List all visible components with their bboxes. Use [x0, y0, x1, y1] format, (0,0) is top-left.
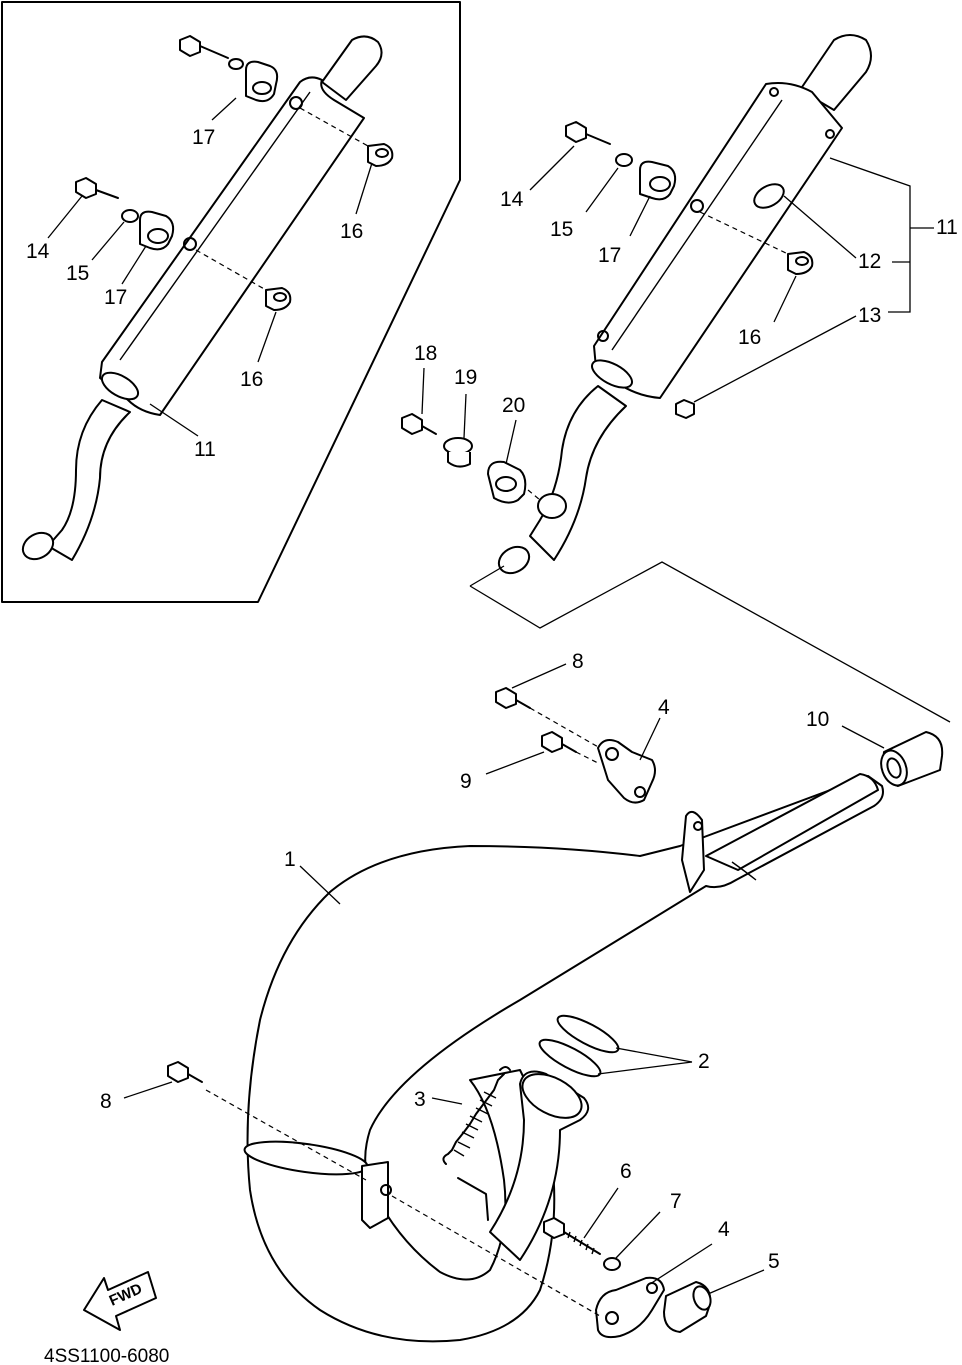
callout-20: 20: [502, 394, 525, 417]
seal-10: [880, 731, 944, 787]
callout-7: 7: [670, 1190, 682, 1213]
callout-4-lower: 4: [718, 1218, 730, 1241]
assembly-frame: [469, 561, 951, 723]
callout-1: 1: [284, 848, 296, 871]
callout-17-inset-mid: 17: [104, 286, 127, 309]
callout-16: 16: [738, 326, 761, 349]
callout-11: 11: [936, 216, 958, 239]
callout-18: 18: [414, 342, 437, 365]
callout-19: 19: [454, 366, 477, 389]
manifold-joint: [489, 1070, 590, 1261]
callout-14: 14: [500, 188, 524, 211]
inset-grommet-top: [245, 60, 279, 103]
callout-16-inset-top: 16: [340, 220, 363, 243]
inset-collar-top: [367, 143, 394, 167]
bolt-18: [401, 413, 437, 435]
callout-10: 10: [806, 708, 829, 731]
grommet-17: [639, 160, 677, 201]
inset-muffler: [21, 35, 383, 561]
bolt-14: [565, 121, 611, 145]
callout-13: 13: [858, 304, 881, 327]
callout-15-inset: 15: [66, 262, 89, 285]
callout-3: 3: [414, 1088, 426, 1111]
callout-2: 2: [698, 1050, 710, 1073]
screw-13: [675, 399, 695, 419]
collar-16: [787, 251, 814, 275]
inset-washer-mid: [121, 209, 139, 223]
drawing-code: 4SS1100-6080: [44, 1346, 169, 1365]
callout-12: 12: [858, 250, 881, 273]
bracket-4-upper: [597, 739, 656, 804]
gasket-2: [538, 1014, 620, 1078]
callout-6: 6: [620, 1160, 632, 1183]
inset-collar-mid: [265, 287, 292, 311]
bracket-4-lower: [595, 1276, 665, 1339]
callout-8-upper: 8: [572, 650, 584, 673]
inset-grommet-mid: [139, 210, 175, 251]
washer-15: [615, 153, 633, 167]
spring-3: [442, 1066, 511, 1165]
callout-17-inset-top: 17: [192, 126, 215, 149]
bolt-8-lower: [167, 1061, 203, 1083]
callout-16-inset-mid: 16: [240, 368, 263, 391]
callout-15: 15: [550, 218, 573, 241]
bolt-9: [541, 731, 577, 753]
callout-9: 9: [460, 770, 472, 793]
fwd-arrow-icon: FWD: [83, 1271, 157, 1331]
inset-bolt-top: [179, 35, 229, 59]
callout-5: 5: [768, 1250, 780, 1273]
bolt-8-upper: [495, 687, 531, 709]
inset-border: [1, 1, 461, 603]
callout-4-upper: 4: [658, 696, 670, 719]
grommet-20: [487, 460, 527, 504]
bolt-6: [543, 1217, 601, 1255]
callout-14-inset: 14: [26, 240, 50, 263]
collar-19: [443, 437, 473, 468]
inset-bolt-mid: [75, 177, 119, 199]
callout-8-lower: 8: [100, 1090, 112, 1113]
inset-washer-top: [228, 58, 244, 70]
callout-11-inset: 11: [194, 438, 216, 461]
collar-5: [663, 1281, 712, 1333]
callout-17: 17: [598, 244, 621, 267]
expansion-chamber: [243, 773, 884, 1343]
muffler: [497, 34, 872, 575]
washer-7: [603, 1257, 621, 1271]
